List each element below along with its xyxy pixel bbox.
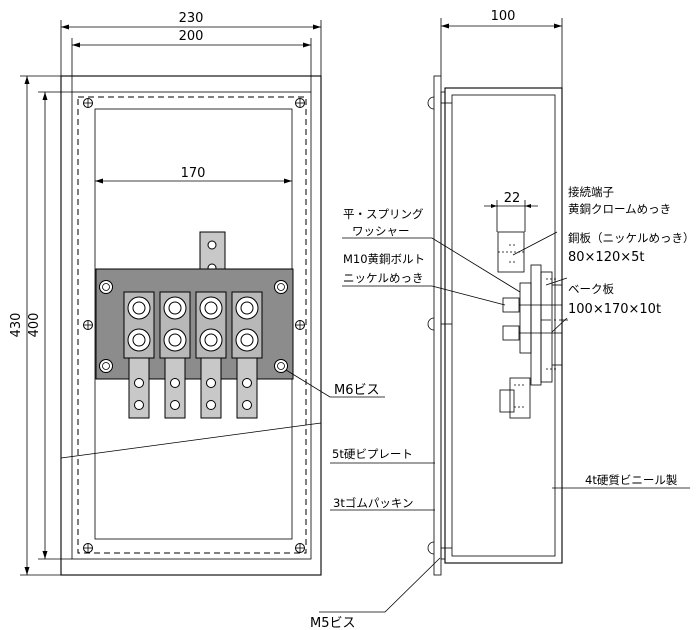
label-m10-bolt-1: M10黄銅ボルト: [343, 252, 425, 266]
label-pvc-plate-5t: 5t硬ビプレート: [332, 447, 413, 461]
front-mid-plate: [71, 91, 312, 560]
side-m5-screws: [427, 96, 452, 555]
label-copper-plate-1: 銅板（ニッケルめっき）: [568, 231, 695, 245]
dim-22: 22: [504, 191, 521, 206]
dim-100: 100: [491, 9, 516, 24]
label-m10-bolt-2: ニッケルめっき: [343, 271, 424, 285]
side-box-outer: [444, 87, 563, 564]
label-connection-terminal-1: 接続端子: [568, 185, 614, 199]
side-rubber-packing: [440, 91, 446, 560]
side-view: 100 22 5t硬ビプレート 3tゴムパッキン 4t硬質ビニール製 M5ビス …: [310, 9, 695, 630]
label-flat-spring-washer-1: 平・スプリング: [343, 207, 424, 221]
dim-430: 430: [9, 313, 24, 338]
label-rubber-packing-3t: 3tゴムパッキン: [333, 496, 413, 510]
label-m5-screw: M5ビス: [310, 616, 356, 630]
front-hidden-outline: [77, 96, 307, 554]
front-break-line: [60, 422, 322, 459]
label-connection-terminal-2: 黄銅クロームめっき: [568, 202, 671, 216]
m5-screw-heads: [83, 98, 305, 553]
label-m6-screw: M6ビス: [334, 383, 380, 398]
side-dimensions: [440, 18, 563, 232]
side-box-inner: [451, 94, 556, 557]
dim-400: 400: [27, 313, 42, 338]
side-internal-assembly: [497, 231, 568, 419]
label-pvc-hard-4t: 4t硬質ビニール製: [585, 473, 678, 487]
label-bakelite-plate-1: ベーク板: [568, 282, 614, 296]
front-dimensions: [20, 20, 322, 576]
terminal-columns: [123, 291, 263, 419]
m6-leader: [285, 369, 385, 398]
side-leaders: [319, 231, 690, 613]
dim-230: 230: [179, 11, 204, 26]
label-flat-spring-washer-2: ワッシャー: [352, 224, 410, 238]
side-pvc-plate: [433, 75, 442, 576]
label-copper-plate-2: 80×120×5t: [568, 250, 645, 265]
front-view: 230 200 170 430 400 M6ビス: [9, 11, 385, 576]
dim-170: 170: [181, 166, 206, 181]
dim-200: 200: [179, 29, 204, 44]
m6-screw-heads: [99, 280, 288, 373]
label-bakelite-plate-2: 100×170×10t: [568, 302, 661, 317]
front-outer-plate: [60, 75, 322, 576]
